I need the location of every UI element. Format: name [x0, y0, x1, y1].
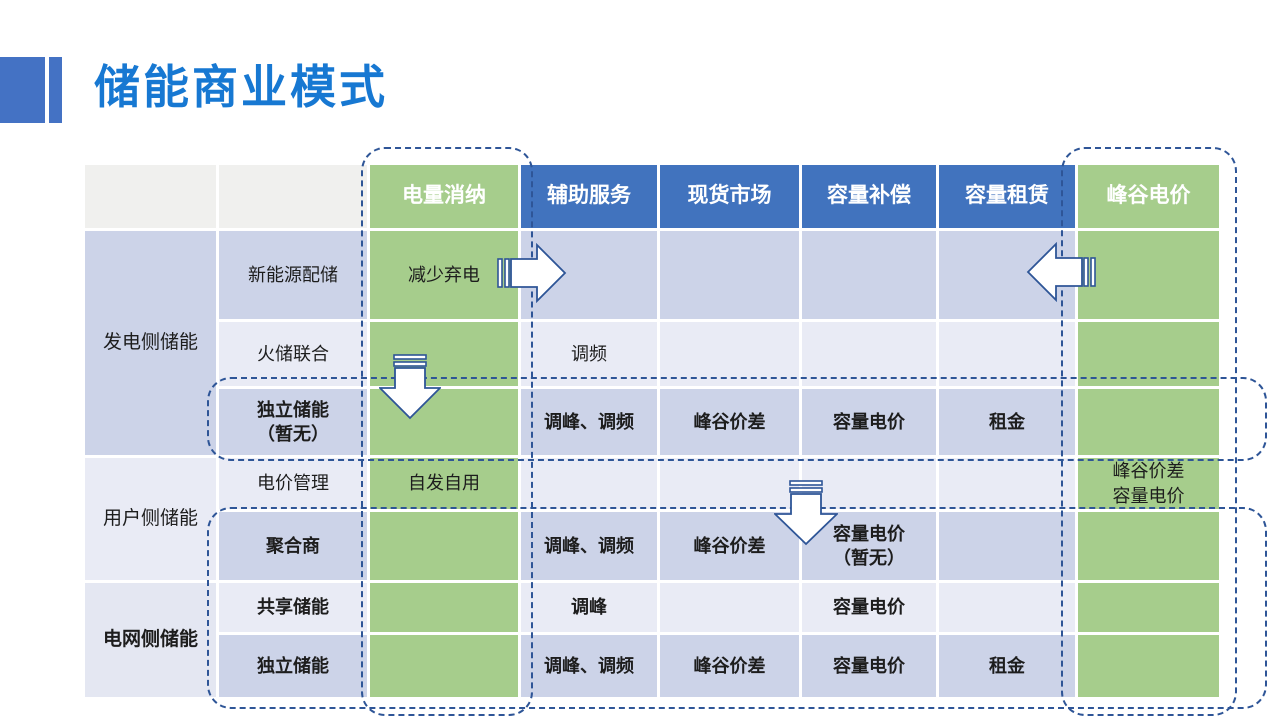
header-cell-absorb: 电量消纳 — [370, 165, 518, 228]
row-label-new-energy-storage: 新能源配储 — [219, 231, 367, 319]
cell-spot-r4 — [660, 458, 799, 509]
cell-absorb-r1: 减少弃电 — [370, 231, 518, 319]
cell-lease-r7: 租金 — [939, 635, 1075, 697]
header-cell-capacity-lease: 容量租赁 — [939, 165, 1075, 228]
cell-spot-r2 — [660, 322, 799, 386]
cell-peakvalley-r6 — [1078, 583, 1219, 632]
cell-absorb-r5 — [370, 512, 518, 580]
header-cell-ancillary: 辅助服务 — [521, 165, 657, 228]
row-label-thermal-joint: 火储联合 — [219, 322, 367, 386]
cell-capacity-r7: 容量电价 — [802, 635, 936, 697]
group-cell-generation-side: 发电侧储能 — [85, 231, 216, 455]
header-cell-spot-market: 现货市场 — [660, 165, 799, 228]
cell-ancillary-r5: 调峰、调频 — [521, 512, 657, 580]
cell-lease-r3: 租金 — [939, 389, 1075, 455]
cell-spot-r3: 峰谷价差 — [660, 389, 799, 455]
cell-capacity-r2 — [802, 322, 936, 386]
cell-spot-r1 — [660, 231, 799, 319]
group-cell-grid-side: 电网侧储能 — [85, 583, 216, 697]
cell-peakvalley-r4: 峰谷价差 容量电价 — [1078, 458, 1219, 509]
cell-absorb-r7 — [370, 635, 518, 697]
cell-capacity-r4 — [802, 458, 936, 509]
cell-ancillary-r4 — [521, 458, 657, 509]
cell-capacity-line1: 容量电价 — [833, 523, 905, 544]
cell-peakvalley-r3 — [1078, 389, 1219, 455]
page-title: 储能商业模式 — [94, 61, 388, 113]
header-cell-peak-valley-price: 峰谷电价 — [1078, 165, 1219, 228]
header-cell-empty-group — [85, 165, 216, 228]
cell-capacity-r1 — [802, 231, 936, 319]
group-cell-user-side: 用户侧储能 — [85, 458, 216, 580]
title-accent-bar — [49, 57, 62, 123]
row-label-independent-storage-gen: 独立储能 （暂无） — [219, 389, 367, 455]
striped-down-arrow-icon — [774, 480, 838, 546]
cell-absorb-r4: 自发自用 — [370, 458, 518, 509]
cell-lease-r5 — [939, 512, 1075, 580]
row-label-independent-storage-grid: 独立储能 — [219, 635, 367, 697]
cell-ancillary-r6: 调峰 — [521, 583, 657, 632]
header-cell-capacity-compensation: 容量补偿 — [802, 165, 936, 228]
striped-left-arrow-icon — [1026, 242, 1096, 302]
cell-absorb-r6 — [370, 583, 518, 632]
cell-peakvalley-r7 — [1078, 635, 1219, 697]
cell-lease-r6 — [939, 583, 1075, 632]
row-label-line1: 独立储能 — [257, 399, 329, 420]
striped-right-arrow-icon — [497, 243, 567, 303]
business-model-table: 电量消纳 辅助服务 现货市场 容量补偿 容量租赁 峰谷电价 发电侧储能 新能源配… — [85, 165, 1219, 697]
title-accent-square — [0, 57, 45, 123]
cell-ancillary-r3: 调峰、调频 — [521, 389, 657, 455]
row-label-aggregator: 聚合商 — [219, 512, 367, 580]
cell-capacity-r6: 容量电价 — [802, 583, 936, 632]
striped-down-arrow-icon — [379, 354, 441, 420]
cell-spot-r6 — [660, 583, 799, 632]
row-label-price-management: 电价管理 — [219, 458, 367, 509]
cell-spot-r5: 峰谷价差 — [660, 512, 799, 580]
cell-peakvalley-r5 — [1078, 512, 1219, 580]
cell-peakvalley-r1 — [1078, 231, 1219, 319]
cell-spot-r7: 峰谷价差 — [660, 635, 799, 697]
cell-peakvalley-line1: 峰谷价差 — [1112, 461, 1185, 482]
cell-ancillary-r2: 调频 — [521, 322, 657, 386]
row-label-line2: （暂无） — [257, 424, 329, 444]
cell-peakvalley-r2 — [1078, 322, 1219, 386]
cell-lease-r4 — [939, 458, 1075, 509]
cell-lease-r2 — [939, 322, 1075, 386]
cell-capacity-line2: （暂无） — [833, 548, 905, 568]
cell-capacity-r3: 容量电价 — [802, 389, 936, 455]
cell-peakvalley-line2: 容量电价 — [1112, 485, 1185, 506]
row-label-shared-storage: 共享储能 — [219, 583, 367, 632]
header-cell-empty-label — [219, 165, 367, 228]
cell-ancillary-r7: 调峰、调频 — [521, 635, 657, 697]
